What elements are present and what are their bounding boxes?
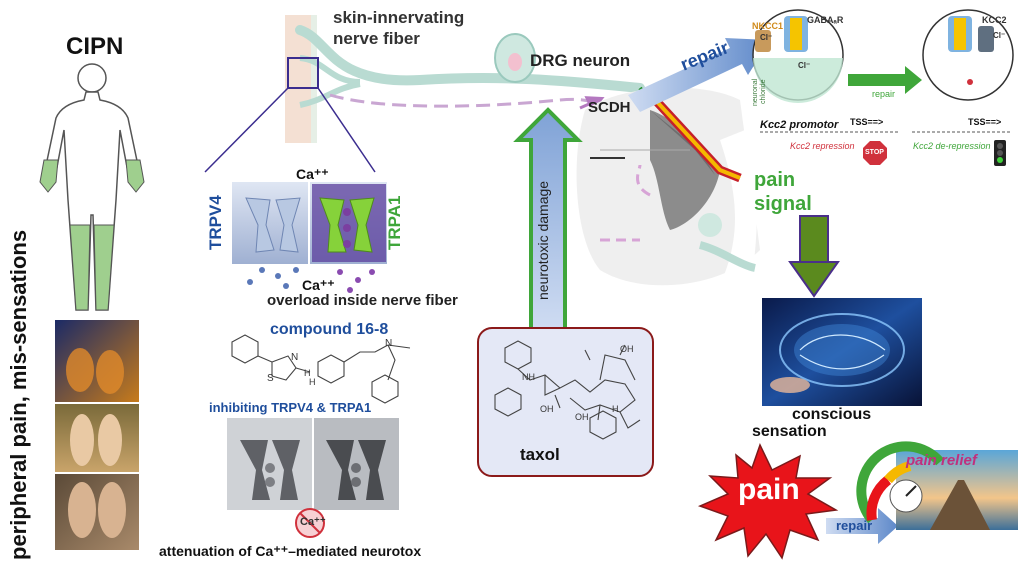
cl-top-left: Cl⁻ xyxy=(760,33,773,42)
neuron-after-repair xyxy=(922,9,1014,101)
kcc2-promoter-label: Kcc2 promotor xyxy=(760,119,839,131)
neurotoxic-damage-arrow xyxy=(513,107,583,332)
neuronal-chloride-1: neuronal xyxy=(752,78,759,106)
soles-photo xyxy=(55,474,139,550)
cl-inside: Cl⁻ xyxy=(798,61,811,70)
repair-bottom-label[interactable]: repair xyxy=(836,518,873,533)
taxol-structure xyxy=(494,340,641,440)
inhibiting-label: inhibiting TRPV4 & TRPA1 xyxy=(209,400,372,415)
fiber-label-line1: skin-innervating xyxy=(333,8,465,27)
cl-top-right: Cl⁻ xyxy=(993,31,1006,40)
repair-small-label[interactable]: repair xyxy=(872,89,896,99)
neuron-before-repair xyxy=(752,9,844,103)
pain-signal-line2: signal xyxy=(754,193,812,215)
needle-feet-photo xyxy=(55,404,139,472)
repair-arrow-small[interactable] xyxy=(848,66,922,94)
pain-signal-line1: pain xyxy=(754,169,796,191)
tss-left: TSS==> xyxy=(850,117,884,127)
calcium-ions xyxy=(247,267,375,293)
taxol-atom-oh3: OH xyxy=(575,412,589,422)
taxol-atom-h: H xyxy=(612,404,619,414)
side-label: peripheral pain, mis-sensations xyxy=(6,229,31,560)
kcc2-derepression-label: Kcc2 de-repression xyxy=(913,141,991,151)
cipn-title: CIPN xyxy=(66,33,124,60)
affected-hands xyxy=(39,159,145,193)
compound-atom-nh: N xyxy=(385,338,393,349)
stop-label: STOP xyxy=(865,149,884,156)
taxol-atom-oh2: OH xyxy=(620,344,634,354)
trpa1-channel xyxy=(312,184,386,262)
drg-label: DRG neuron xyxy=(530,51,631,70)
nerve-fiber xyxy=(295,25,645,93)
compound-atom-s: S xyxy=(267,373,274,384)
fiber-zoom-box xyxy=(287,57,319,89)
stop-sign xyxy=(863,141,887,165)
overload-label: overload inside nerve fiber xyxy=(267,292,458,309)
taxol-box xyxy=(477,327,654,477)
ca-top-label: Ca⁺⁺ xyxy=(296,166,329,182)
trpv4-channel xyxy=(245,197,301,253)
spinal-cord-section xyxy=(576,87,760,290)
taxol-label: taxol xyxy=(520,445,560,464)
compound-atom-n: N xyxy=(291,352,299,363)
pain-signal-arrow xyxy=(799,215,829,263)
neuronal-chloride-2: chloride xyxy=(760,79,767,104)
taxol-atom-nh: NH xyxy=(522,372,535,382)
pain-burst-label: pain xyxy=(738,473,800,506)
tss-right: TSS==> xyxy=(968,117,1002,127)
ca-bottom-label: Ca⁺⁺ xyxy=(302,277,335,293)
compound-atom-hnh: H xyxy=(304,368,311,378)
affected-legs xyxy=(69,224,115,311)
scdh-label: SCDH xyxy=(588,99,631,116)
neurotoxic-label: neurotoxic damage xyxy=(535,180,551,300)
compound-atom-h: H xyxy=(309,377,316,387)
gabaar-label: GABAₐR xyxy=(807,15,844,25)
trpv4-label: TRPV4 xyxy=(206,195,225,250)
human-body-figure xyxy=(39,63,145,311)
fiber-label-line2: nerve fiber xyxy=(333,29,420,48)
conscious-label: conscious xyxy=(792,406,872,423)
attenuation-label: attenuation of Ca⁺⁺–mediated neurotox xyxy=(159,543,422,559)
sensation-label: sensation xyxy=(752,423,827,440)
kcc2-repression-label: Kcc2 repression xyxy=(790,141,855,151)
traffic-light xyxy=(994,140,1006,166)
pain-burst xyxy=(697,443,839,560)
compound-label: compound 16-8 xyxy=(270,321,389,338)
kcc2-label: KCC2 xyxy=(982,15,1007,25)
compound-structure xyxy=(231,334,411,404)
repair-arrow-bottom[interactable] xyxy=(826,508,898,544)
repair-arrow-top[interactable] xyxy=(628,38,770,112)
taxol-atom-oh1: OH xyxy=(540,404,554,414)
trpa1-label: TRPA1 xyxy=(385,195,404,250)
ca-blocked-label: Ca⁺⁺ xyxy=(300,516,326,528)
pain-relief-image xyxy=(856,441,1018,530)
pain-relief-label: pain relief xyxy=(906,452,977,469)
nkcc1-label: NKCC1 xyxy=(752,21,784,31)
